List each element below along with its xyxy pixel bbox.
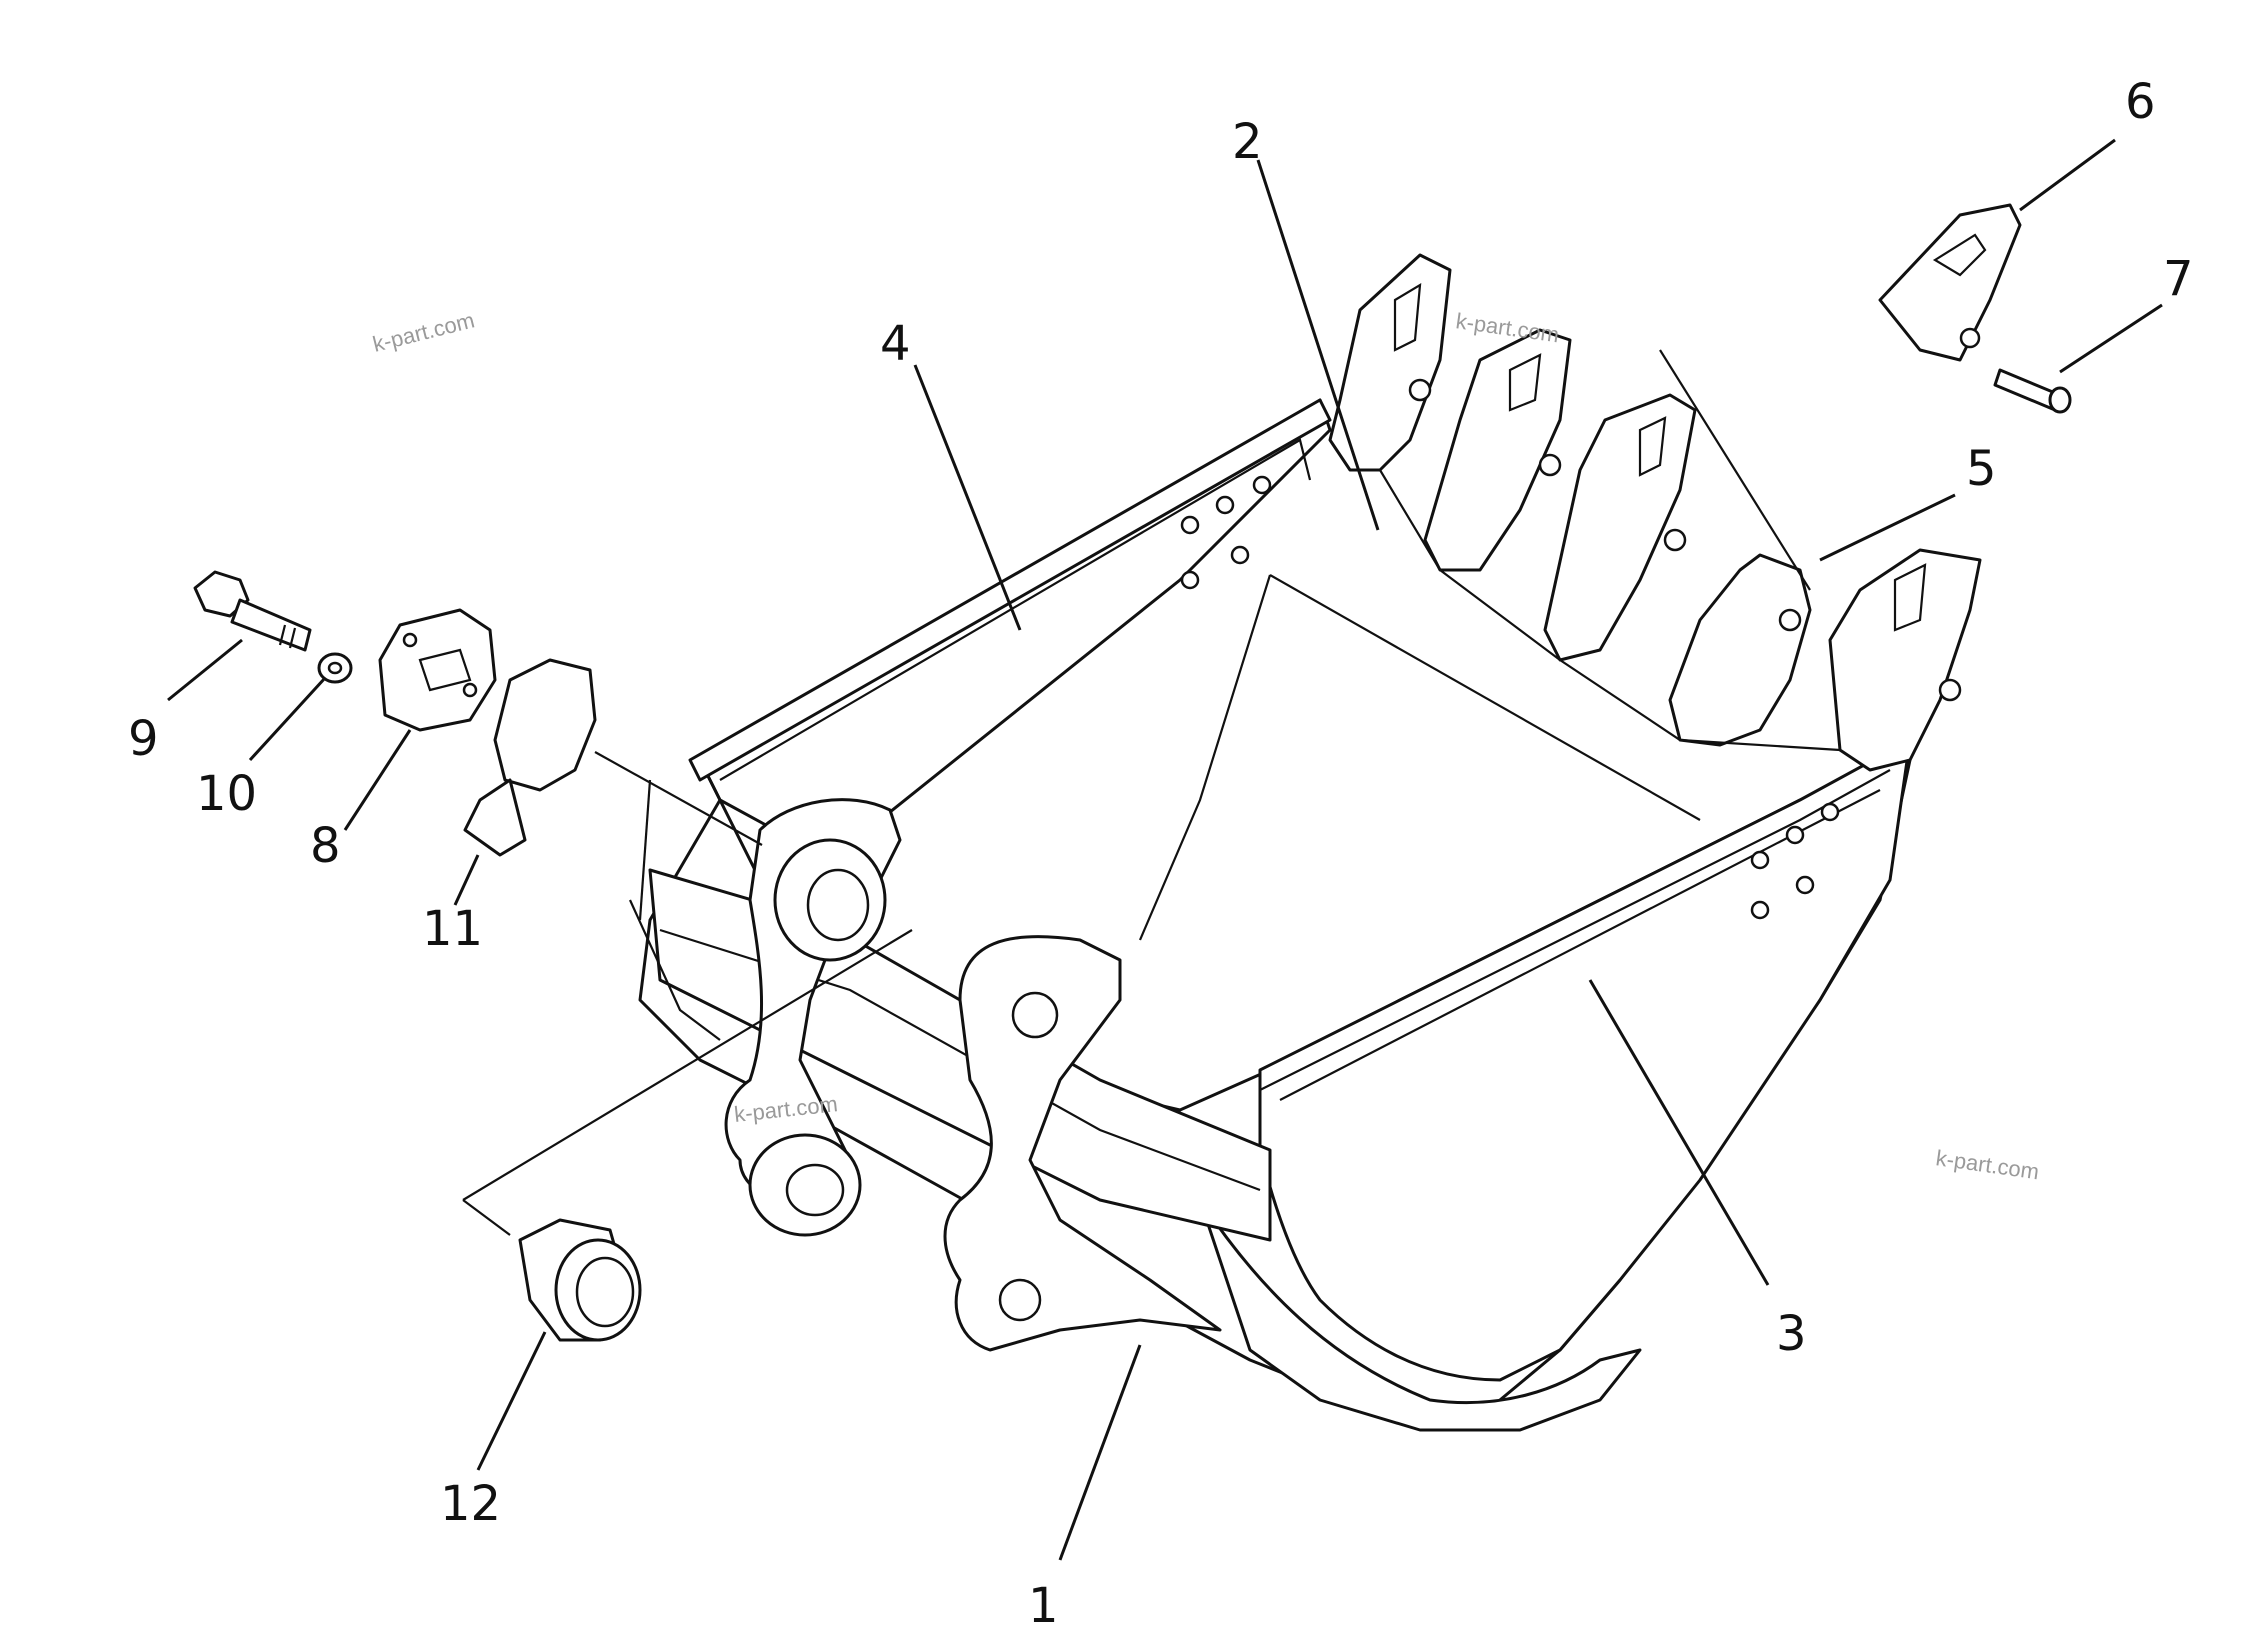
callout-labels: 1 2 3 4 5 6 7 8 9 10 11 12	[128, 74, 2194, 1634]
tooth-point	[1878, 203, 2022, 362]
leader-10	[248, 676, 327, 762]
assembly-line-bushing-b	[462, 1199, 511, 1236]
callout-11: 11	[422, 901, 483, 957]
leader-6	[2019, 138, 2116, 212]
leader-8	[343, 729, 412, 831]
callout-4: 4	[880, 316, 911, 372]
watermark-2: k-part.com	[1454, 308, 1560, 347]
teeth-row	[1328, 253, 1982, 772]
callout-2: 2	[1232, 114, 1263, 170]
flange-plate	[378, 608, 497, 732]
bolt	[193, 570, 312, 652]
leader-11	[453, 854, 480, 906]
leader-7	[2059, 303, 2163, 374]
leader-1	[1058, 1344, 1142, 1561]
leader-5	[1819, 493, 1956, 562]
callout-7: 7	[2163, 251, 2194, 307]
assembly-line-tooth	[1659, 349, 1811, 591]
callout-8: 8	[310, 818, 341, 874]
leader-12	[476, 1331, 547, 1471]
callout-1: 1	[1028, 1578, 1059, 1634]
leader-3	[1588, 979, 1770, 1286]
bushing	[518, 1218, 642, 1342]
watermark-1: k-part.com	[370, 307, 477, 356]
shim	[463, 658, 597, 857]
callout-6: 6	[2125, 74, 2156, 130]
leader-2	[1256, 159, 1380, 531]
leader-9	[167, 638, 243, 702]
assembly-line-shim	[594, 751, 763, 846]
watermark-4: k-part.com	[1934, 1145, 2040, 1184]
washer	[317, 652, 353, 684]
leader-lines	[167, 138, 2163, 1561]
assembly-line-bushing-a	[462, 929, 913, 1201]
callout-10: 10	[196, 766, 257, 822]
bucket-body	[628, 398, 1912, 1432]
callout-3: 3	[1776, 1306, 1807, 1362]
callout-12: 12	[440, 1476, 501, 1532]
callout-5: 5	[1966, 441, 1997, 497]
tooth-pin	[1993, 368, 2072, 414]
callout-9: 9	[128, 711, 159, 767]
leader-4	[913, 364, 1022, 631]
